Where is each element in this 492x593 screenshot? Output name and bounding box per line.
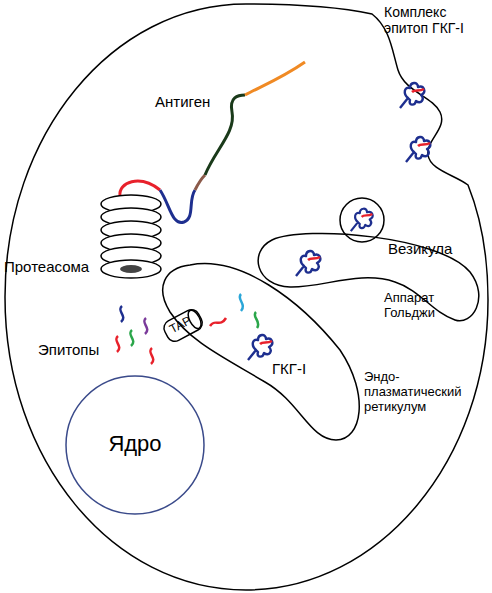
epitope xyxy=(210,318,226,326)
epitope xyxy=(150,348,153,364)
epitope xyxy=(130,330,133,346)
mhc-molecule xyxy=(248,335,272,360)
epitope xyxy=(255,312,259,328)
antigen-segment xyxy=(195,175,205,190)
mhc-molecule xyxy=(406,137,430,162)
mhc-molecule xyxy=(400,83,424,108)
epitope xyxy=(144,318,147,334)
mhc-molecule xyxy=(296,251,320,276)
antigen-segment xyxy=(245,62,305,95)
golgi-apparatus-label: Аппарат Гольджи xyxy=(384,291,456,321)
antigen-label: Антиген xyxy=(155,93,245,110)
antigen-segment xyxy=(120,181,160,196)
antigen-segment xyxy=(205,95,245,175)
nucleus: Ядро xyxy=(65,375,205,515)
epitope xyxy=(116,336,119,352)
proteasome-label: Протеасома xyxy=(4,258,98,275)
endoplasmic-reticulum: Эндо-плазматический ретикулум xyxy=(155,255,370,445)
endoplasmic-reticulum-label: Эндо-плазматический ретикулум xyxy=(364,370,446,415)
antigen-segment xyxy=(160,190,195,222)
endoplasmic-reticulum-outline xyxy=(155,255,370,445)
proteasome-outline xyxy=(98,193,164,288)
epitopes-label: Эпитопы xyxy=(38,341,128,358)
tap-transporter: TAP xyxy=(160,305,208,346)
mhc-label: ГКГ-I xyxy=(272,360,332,377)
complex-label: Комплекс эпитоп ГКГ-I xyxy=(384,4,489,36)
nucleus-label: Ядро xyxy=(65,431,205,456)
cell-membrane xyxy=(5,4,488,590)
proteasome: Протеасома xyxy=(98,193,164,288)
epitope xyxy=(120,306,123,322)
golgi-apparatus-outline xyxy=(250,230,485,330)
golgi-apparatus: Аппарат Гольджи xyxy=(250,230,485,330)
mhc-molecule xyxy=(351,209,373,232)
epitope xyxy=(240,294,243,311)
vesicle-label: Везикула xyxy=(388,240,478,257)
